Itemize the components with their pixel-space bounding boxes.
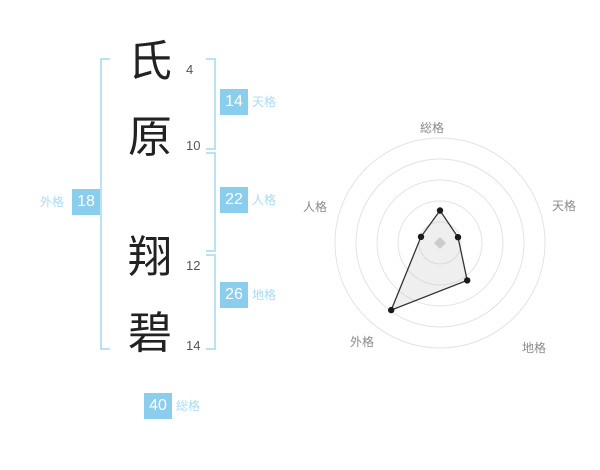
name-char-3: 翔	[128, 233, 172, 282]
name-char-4: 碧	[128, 309, 172, 358]
chikaku-bracket	[206, 254, 216, 350]
axis-label-soukaku: 総格	[420, 121, 445, 135]
radar-center-diamond	[434, 237, 446, 249]
tenkaku-value-badge: 14	[220, 89, 248, 115]
stroke-count-3: 12	[186, 258, 201, 273]
axis-label-chikaku: 地格	[522, 341, 547, 355]
name-char-2: 原	[128, 113, 172, 162]
tenkaku-label: 天格	[252, 95, 277, 109]
name-char-1: 氏	[128, 37, 172, 86]
radar-data-points	[388, 207, 471, 314]
jinkaku-bracket	[206, 152, 216, 252]
axis-label-tenkaku: 天格	[552, 199, 577, 213]
stroke-count-2: 10	[186, 138, 201, 153]
radar-chart	[334, 137, 546, 349]
stroke-count-1: 4	[186, 62, 194, 77]
gaikaku-label: 外格	[40, 195, 65, 209]
axis-label-jinkaku: 人格	[303, 200, 328, 214]
gaikaku-value-badge: 18	[72, 189, 100, 215]
soukaku-value-badge: 40	[144, 393, 172, 419]
tenkaku-bracket	[206, 58, 216, 150]
jinkaku-value-badge: 22	[220, 187, 248, 213]
stroke-count-4: 14	[186, 338, 201, 353]
soukaku-label: 総格	[176, 399, 201, 413]
chikaku-label: 地格	[252, 288, 277, 302]
radar-grid-rings	[334, 137, 546, 349]
radar-data-polygon	[390, 209, 468, 312]
axis-label-gaikaku: 外格	[350, 335, 375, 349]
gaikaku-bracket	[100, 58, 110, 350]
jinkaku-label: 人格	[252, 193, 277, 207]
chikaku-value-badge: 26	[220, 282, 248, 308]
